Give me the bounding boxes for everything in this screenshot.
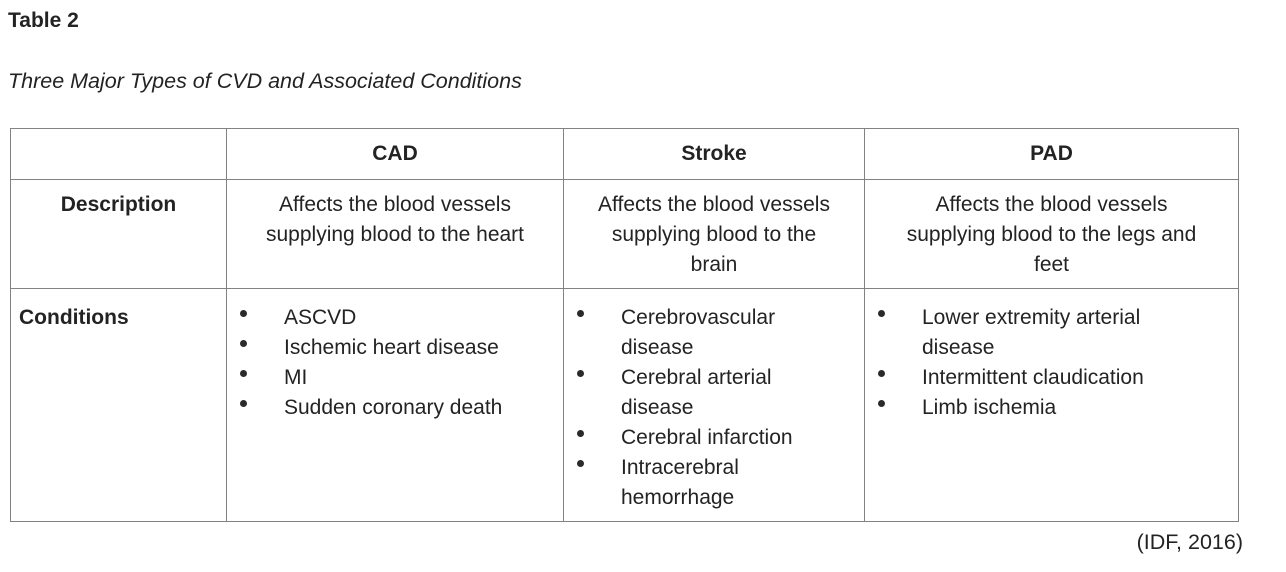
table-row-description: Description Affects the blood vessels su…	[10, 179, 1239, 289]
list-item: ASCVD	[240, 303, 553, 333]
cvd-types-table: CAD Stroke PAD Description Affects the b…	[10, 128, 1239, 522]
bullet-icon	[878, 310, 885, 317]
list-item-text: Intermittent claudication	[922, 366, 1144, 389]
header-cell-stroke: Stroke	[563, 128, 865, 180]
list-item-text: Intracerebral hemorrhage	[621, 456, 739, 509]
table-caption: Three Major Types of CVD and Associated …	[8, 69, 522, 93]
description-pad-cell: Affects the blood vessels supplying bloo…	[864, 179, 1239, 289]
list-item-text: Limb ischemia	[922, 396, 1057, 419]
list-item-text: Cerebral infarction	[621, 426, 793, 449]
list-item: Cerebrovascular disease	[577, 303, 840, 363]
description-stroke-cell: Affects the blood vessels supplying bloo…	[563, 179, 865, 289]
bullet-icon	[240, 310, 247, 317]
bullet-icon	[240, 400, 247, 407]
list-item: Cerebral infarction	[577, 423, 840, 453]
bullet-icon	[240, 340, 247, 347]
row-label-conditions: Conditions	[10, 288, 227, 522]
list-item: Limb ischemia	[878, 393, 1198, 423]
bullet-icon	[878, 370, 885, 377]
bullet-icon	[878, 400, 885, 407]
list-item-text: Cerebrovascular disease	[621, 306, 776, 359]
bullet-icon	[577, 460, 584, 467]
list-item: Intracerebral hemorrhage	[577, 453, 840, 513]
list-item: MI	[240, 363, 553, 393]
table-number-label: Table 2	[8, 9, 79, 32]
header-cell-cad: CAD	[226, 128, 564, 180]
table-header-row: CAD Stroke PAD	[10, 128, 1239, 180]
bullet-icon	[577, 370, 584, 377]
header-cell-empty	[10, 128, 227, 180]
list-item: Lower extremity arterial disease	[878, 303, 1198, 363]
description-cad-cell: Affects the blood vessels supplying bloo…	[226, 179, 564, 289]
row-label-description: Description	[10, 179, 227, 289]
list-item-text: Ischemic heart disease	[284, 336, 499, 359]
list-item: Ischemic heart disease	[240, 333, 553, 363]
bullet-icon	[577, 430, 584, 437]
list-item: Intermittent claudication	[878, 363, 1198, 393]
list-item-text: MI	[284, 366, 308, 389]
list-item-text: Lower extremity arterial disease	[922, 306, 1141, 359]
list-item-text: Sudden coronary death	[284, 396, 503, 419]
list-item: Sudden coronary death	[240, 393, 553, 423]
list-item-text: Cerebral arterial disease	[621, 366, 772, 419]
list-item-text: ASCVD	[284, 306, 357, 329]
bullet-icon	[240, 370, 247, 377]
list-item: Cerebral arterial disease	[577, 363, 840, 423]
bullet-icon	[577, 310, 584, 317]
citation: (IDF, 2016)	[1136, 530, 1243, 554]
header-cell-pad: PAD	[864, 128, 1239, 180]
